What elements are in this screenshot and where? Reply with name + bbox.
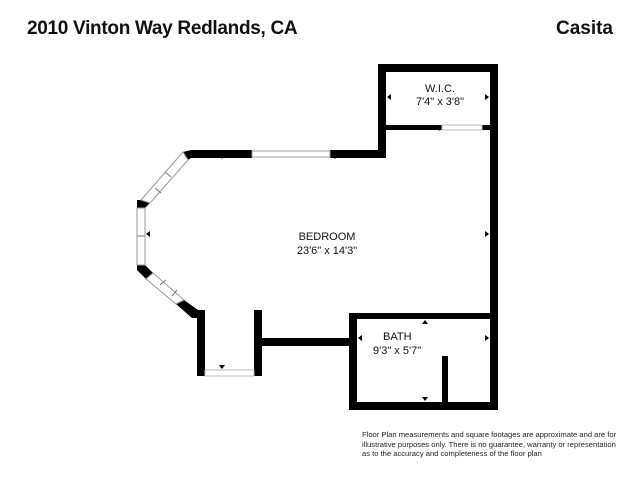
window-wic	[441, 124, 483, 131]
windows	[136, 124, 483, 377]
wall-top-right	[330, 150, 386, 158]
bay-mullion-4	[159, 279, 167, 286]
wic-dimensions: 7'4" x 3'8"	[416, 96, 464, 108]
window-bay-lower	[145, 272, 185, 305]
marker-right-bedroom	[485, 231, 489, 237]
wall-bath-top	[350, 313, 498, 319]
disclaimer-text: Floor Plan measurements and square foota…	[362, 430, 617, 459]
bay-mullion-1	[164, 171, 172, 178]
page-subtitle: Casita	[555, 18, 613, 39]
wall-wic-left	[378, 64, 386, 158]
marker-wic-bottom	[436, 127, 442, 131]
wall-bath-left	[349, 313, 357, 409]
bath-name: BATH	[383, 331, 412, 343]
wall-entry-left	[197, 310, 205, 376]
bay-mullion-2	[154, 187, 162, 194]
wall-wic-bottom-right	[482, 125, 491, 130]
marker-wic-left	[387, 94, 391, 100]
entry-threshold	[204, 369, 255, 377]
bedroom-name: BEDROOM	[299, 231, 356, 243]
wall-bath-inner	[442, 356, 448, 406]
marker-bay-middle	[146, 231, 150, 237]
bath-dimensions: 9'3" x 5'7"	[373, 345, 421, 357]
wall-top-left	[190, 150, 252, 158]
room-labels: W.I.C. 7'4" x 3'8" BEDROOM 23'6" x 14'3"…	[297, 83, 464, 357]
wall-bay-corner-lower	[137, 265, 153, 279]
marker-bath-left	[358, 335, 362, 341]
wic-name: W.I.C.	[425, 83, 455, 95]
marker-bath-bottom	[422, 397, 428, 401]
bedroom-dimensions: 23'6" x 14'3"	[297, 245, 357, 257]
bay-mullion-5	[171, 289, 178, 297]
wall-bottom	[349, 402, 498, 410]
wall-hall-top	[254, 338, 350, 346]
marker-wic-right	[485, 94, 489, 100]
door-markers	[146, 94, 489, 401]
marker-top-window	[219, 155, 225, 159]
marker-bath-right	[485, 335, 489, 341]
marker-bath-divider	[351, 315, 357, 319]
walls	[137, 64, 498, 410]
wall-wic-bottom-left	[386, 125, 442, 130]
wall-wic-top	[378, 64, 498, 72]
wall-right	[490, 64, 498, 409]
marker-entry	[219, 365, 225, 369]
marker-top-right	[332, 155, 338, 159]
window-top	[251, 150, 331, 158]
window-bay-upper	[140, 151, 189, 204]
marker-bath-top	[422, 320, 428, 324]
page-title: 2010 Vinton Way Redlands, CA	[27, 18, 298, 39]
